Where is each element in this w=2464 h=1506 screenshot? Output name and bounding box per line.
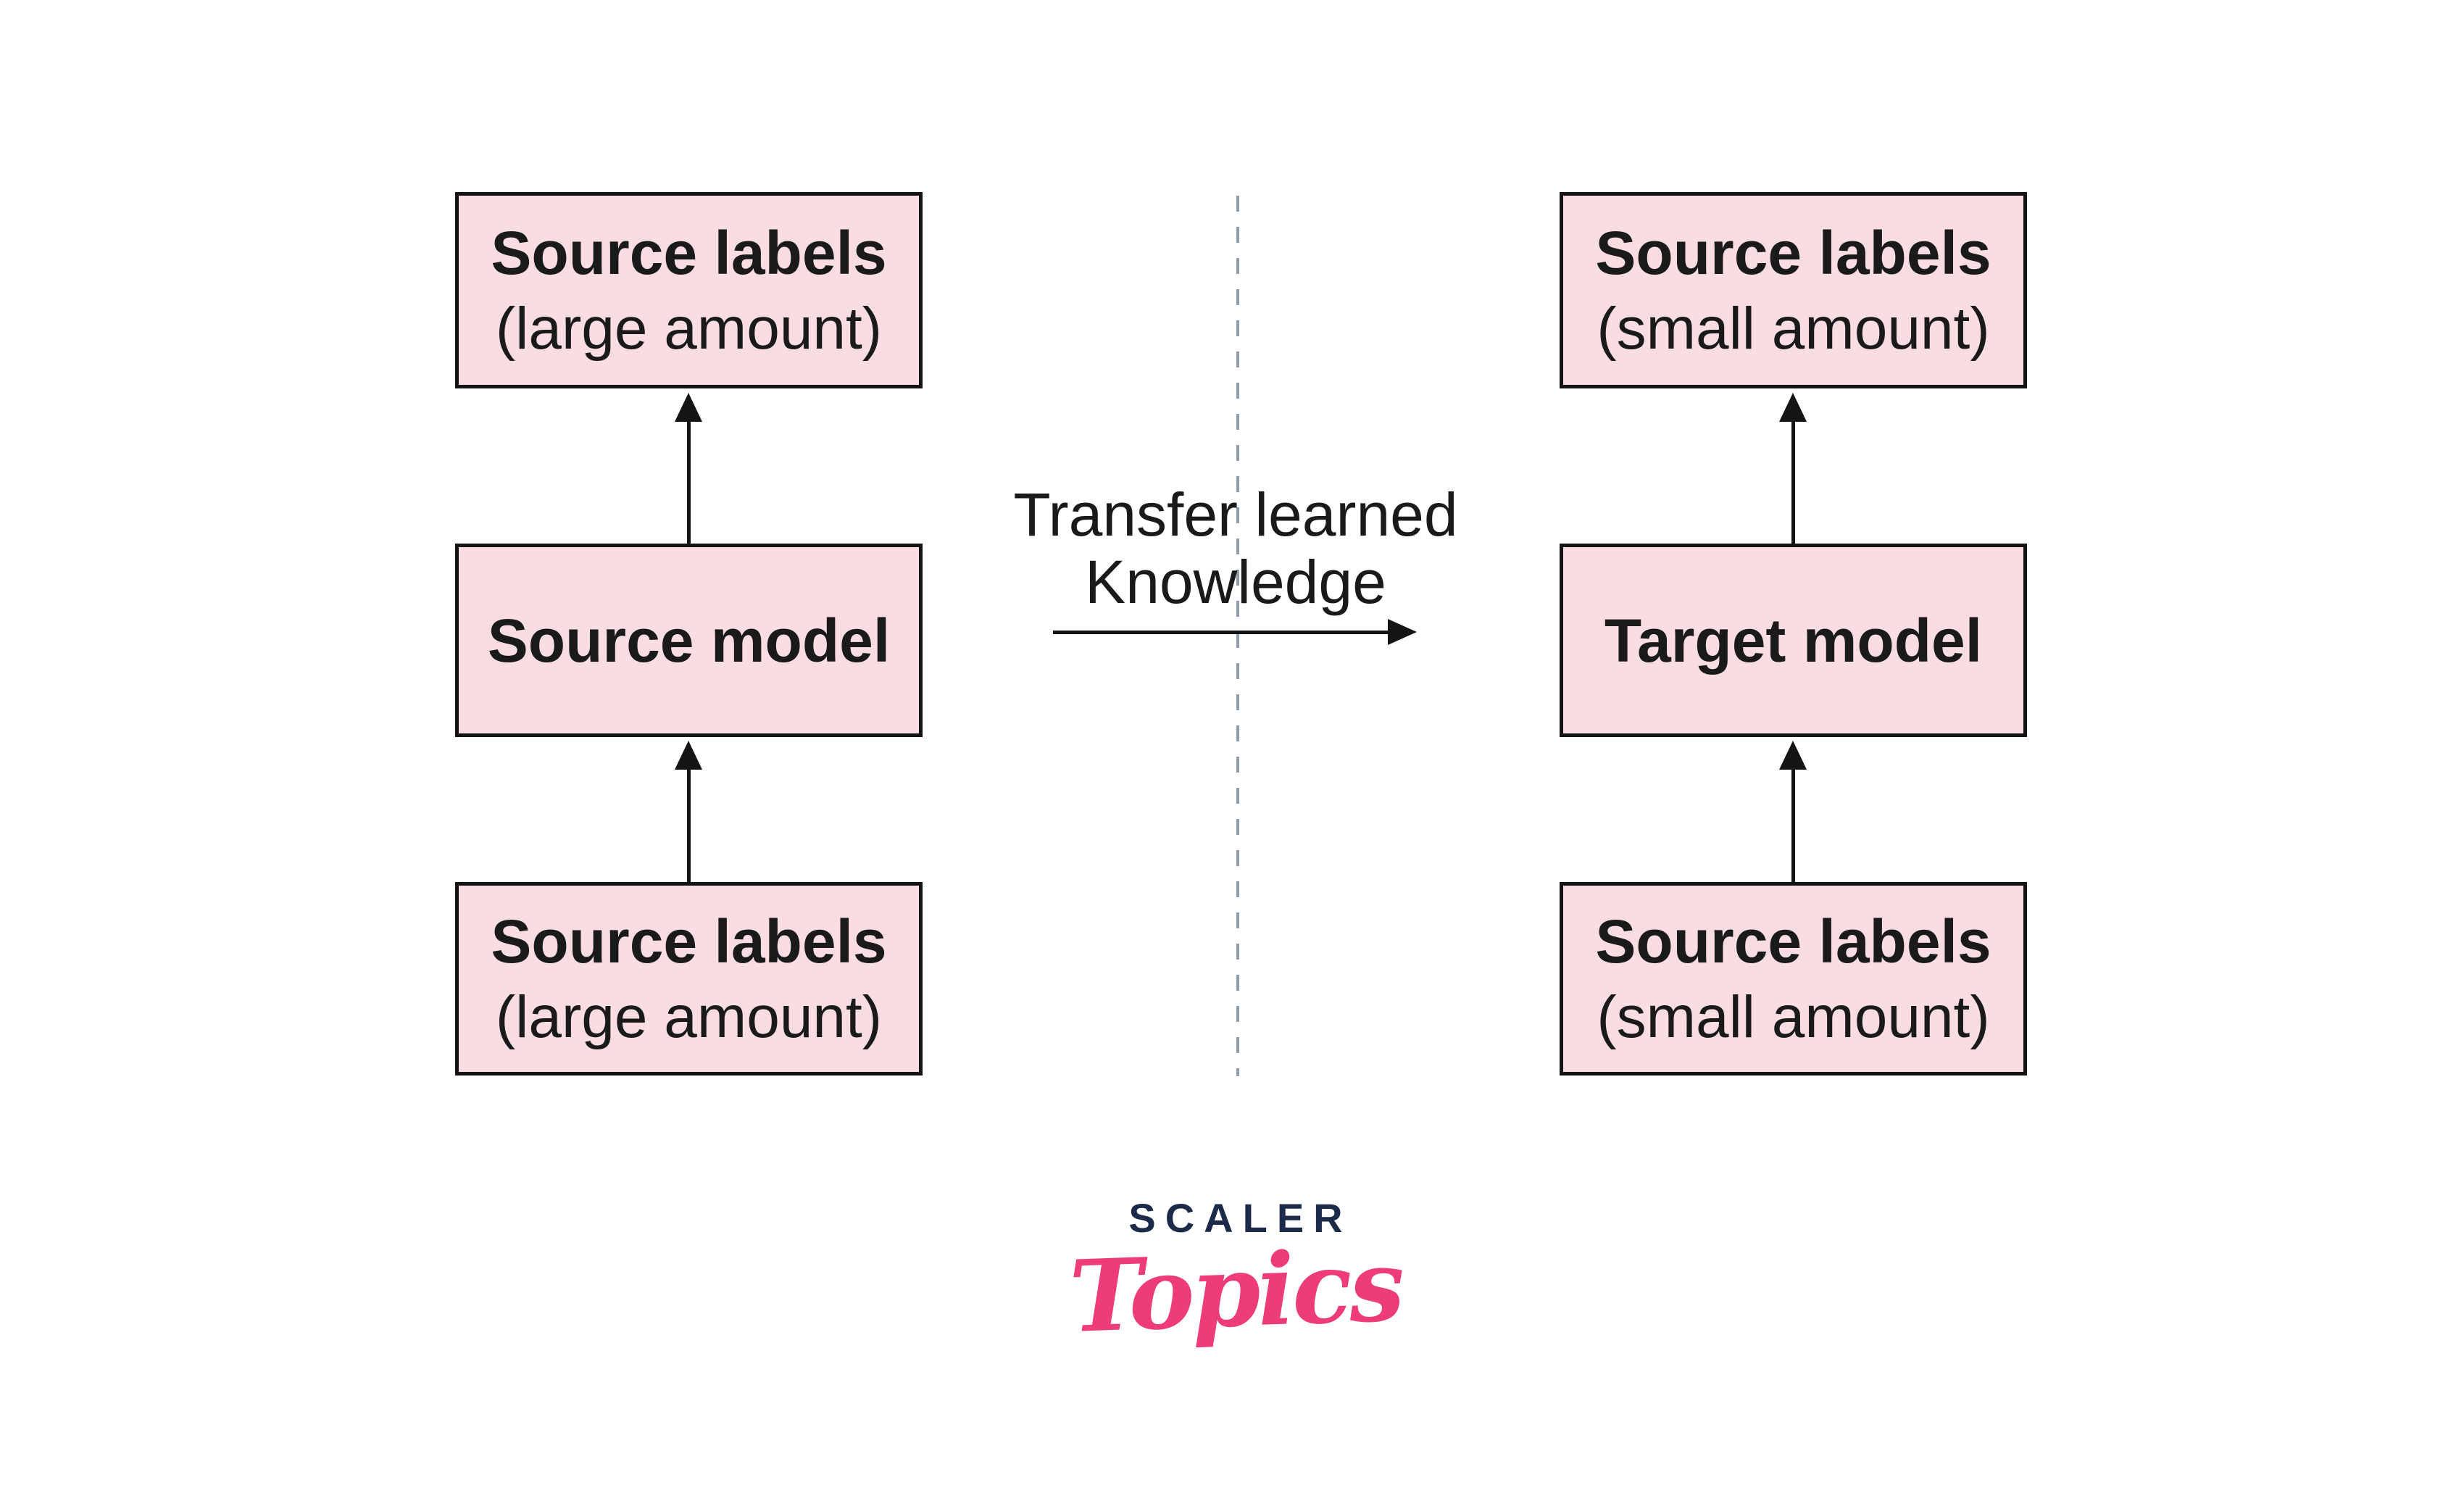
source-model-box: Source model bbox=[455, 544, 923, 737]
box-subtitle: (large amount) bbox=[495, 295, 883, 362]
target-labels-top-box: Source labels (small amount) bbox=[1560, 192, 2027, 388]
logo-brand-text: SCALER bbox=[1128, 1195, 1352, 1241]
arrow-shaft bbox=[686, 765, 691, 882]
transfer-arrow bbox=[1053, 619, 1417, 645]
up-arrow bbox=[675, 393, 702, 544]
arrow-shaft bbox=[1053, 630, 1391, 634]
source-labels-top-box: Source labels (large amount) bbox=[455, 192, 923, 388]
transfer-knowledge-label: Transfer learned Knowledge bbox=[982, 481, 1489, 616]
box-title: Source labels bbox=[1595, 218, 1991, 287]
box-title: Target model bbox=[1604, 606, 1983, 675]
arrow-shaft bbox=[1791, 417, 1795, 544]
arrowhead-icon bbox=[1779, 741, 1807, 770]
box-subtitle: (large amount) bbox=[495, 983, 883, 1050]
arrowhead-icon bbox=[675, 741, 702, 770]
arrowhead-icon bbox=[1779, 393, 1807, 422]
box-subtitle: (small amount) bbox=[1597, 295, 1990, 362]
arrow-shaft bbox=[686, 417, 691, 544]
up-arrow bbox=[675, 741, 702, 882]
target-labels-bottom-box: Source labels (small amount) bbox=[1560, 882, 2027, 1076]
source-labels-bottom-box: Source labels (large amount) bbox=[455, 882, 923, 1076]
arrow-shaft bbox=[1791, 765, 1795, 882]
arrowhead-icon bbox=[1388, 619, 1417, 645]
box-title: Source labels bbox=[491, 907, 887, 975]
target-model-box: Target model bbox=[1560, 544, 2027, 737]
scaler-topics-logo: SCALER Topics bbox=[982, 1194, 1489, 1355]
up-arrow bbox=[1779, 741, 1807, 882]
box-title: Source labels bbox=[491, 218, 887, 287]
box-title: Source model bbox=[487, 606, 891, 675]
transfer-label-line1: Transfer learned bbox=[1013, 480, 1458, 549]
up-arrow bbox=[1779, 393, 1807, 544]
box-title: Source labels bbox=[1595, 907, 1991, 975]
box-subtitle: (small amount) bbox=[1597, 983, 1990, 1050]
arrowhead-icon bbox=[675, 393, 702, 422]
dashed-divider-line bbox=[1236, 196, 1239, 1076]
transfer-label-line2: Knowledge bbox=[1085, 548, 1386, 616]
logo-product-text: Topics bbox=[1067, 1228, 1404, 1355]
